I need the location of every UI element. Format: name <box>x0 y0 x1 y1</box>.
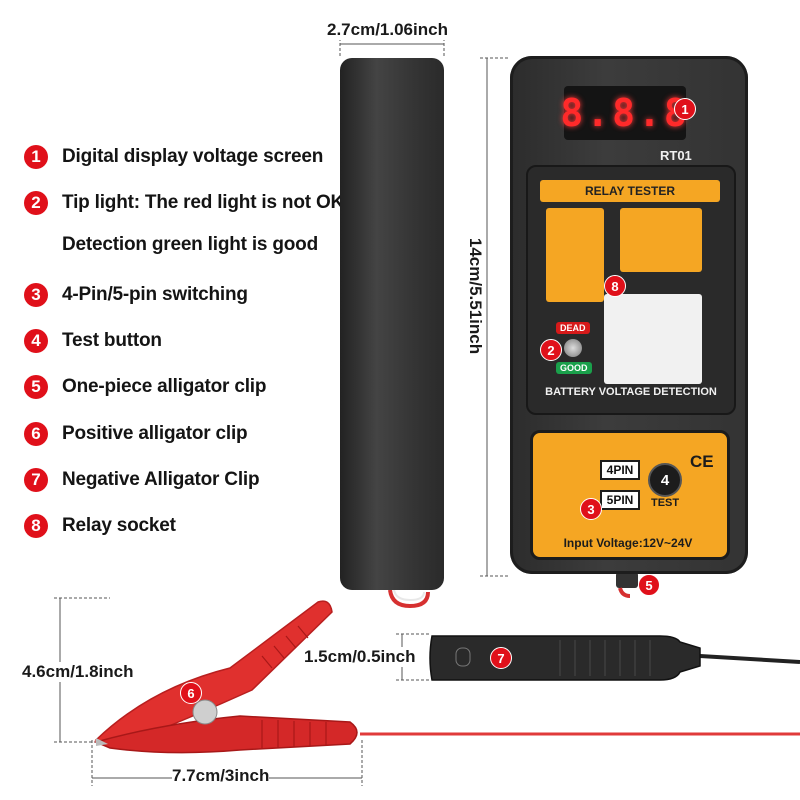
callout-badge: 5 <box>638 574 660 596</box>
callout-badge: 2 <box>540 339 562 361</box>
feature-text: Digital display voltage screen <box>62 146 324 167</box>
test-label: TEST <box>651 497 680 509</box>
feature-item: Detection green light is good <box>24 230 318 260</box>
side-cable-loop <box>388 589 430 609</box>
feature-text: Tip light: The red light is not OK <box>62 192 345 213</box>
tester-side-view <box>340 58 444 590</box>
callout-badge: 1 <box>674 98 696 120</box>
feature-text: Relay socket <box>62 515 176 536</box>
number-badge: 6 <box>24 422 48 446</box>
dead-indicator-label: DEAD <box>556 322 590 334</box>
good-indicator-label: GOOD <box>556 362 592 374</box>
callout-badge: 8 <box>604 275 626 297</box>
tip-light-led <box>564 339 582 357</box>
pin-4-label[interactable]: 4PIN <box>600 460 640 480</box>
relay-socket-bottom <box>604 294 702 384</box>
battery-voltage-label: BATTERY VOLTAGE DETECTION <box>545 386 717 398</box>
callout-badge: 7 <box>490 647 512 669</box>
number-badge: 4 <box>24 329 48 353</box>
digital-display: 8.8.8 <box>560 86 687 140</box>
feature-text: Detection green light is good <box>62 234 318 255</box>
clip-height-label: 4.6cm/1.8inch <box>22 662 134 682</box>
feature-item: 8 Relay socket <box>24 511 176 541</box>
pin-5-label[interactable]: 5PIN <box>600 490 640 510</box>
clip-length-label: 7.7cm/3inch <box>172 766 270 786</box>
negative-alligator-clip <box>429 635 701 681</box>
test-button[interactable]: 4 <box>648 463 682 497</box>
feature-text: 4-Pin/5-pin switching <box>62 284 248 305</box>
model-label: RT01 <box>660 148 692 163</box>
height-label: 14cm/5.51inch <box>463 201 485 391</box>
number-badge: 8 <box>24 514 48 538</box>
relay-socket-right <box>620 208 702 272</box>
negative-clip-height-label: 1.5cm/0.5inch <box>304 647 416 667</box>
relay-socket-left <box>546 208 604 302</box>
number-badge: 7 <box>24 468 48 492</box>
feature-item: 2 Tip light: The red light is not OK <box>24 188 344 218</box>
width-dimension-line <box>339 38 445 56</box>
device-cable <box>616 572 638 598</box>
callout-badge: 6 <box>180 682 202 704</box>
feature-item: 6 Positive alligator clip <box>24 419 248 449</box>
positive-alligator-clip <box>93 600 358 754</box>
feature-item: 1 Digital display voltage screen <box>24 142 323 172</box>
number-badge: 3 <box>24 283 48 307</box>
display-digits: 8.8.8 <box>560 91 690 135</box>
feature-text: One-piece alligator clip <box>62 376 267 397</box>
ce-mark: CE <box>690 452 714 471</box>
feature-text: Positive alligator clip <box>62 423 248 444</box>
feature-text: Test button <box>62 330 162 351</box>
number-badge: 2 <box>24 191 48 215</box>
feature-item: 5 One-piece alligator clip <box>24 372 266 402</box>
height-dimension-line <box>480 57 508 577</box>
number-badge: 5 <box>24 375 48 399</box>
callout-badge: 3 <box>580 498 602 520</box>
input-voltage-label: Input Voltage:12V~24V <box>563 536 693 550</box>
negative-cable <box>699 654 800 664</box>
feature-item: 4 Test button <box>24 326 162 356</box>
feature-text: Negative Alligator Clip <box>62 469 260 490</box>
relay-tester-banner: RELAY TESTER <box>540 180 720 202</box>
width-label: 2.7cm/1.06inch <box>327 20 448 40</box>
feature-item: 3 4-Pin/5-pin switching <box>24 280 248 310</box>
feature-item: 7 Negative Alligator Clip <box>24 465 260 495</box>
number-badge: 1 <box>24 145 48 169</box>
